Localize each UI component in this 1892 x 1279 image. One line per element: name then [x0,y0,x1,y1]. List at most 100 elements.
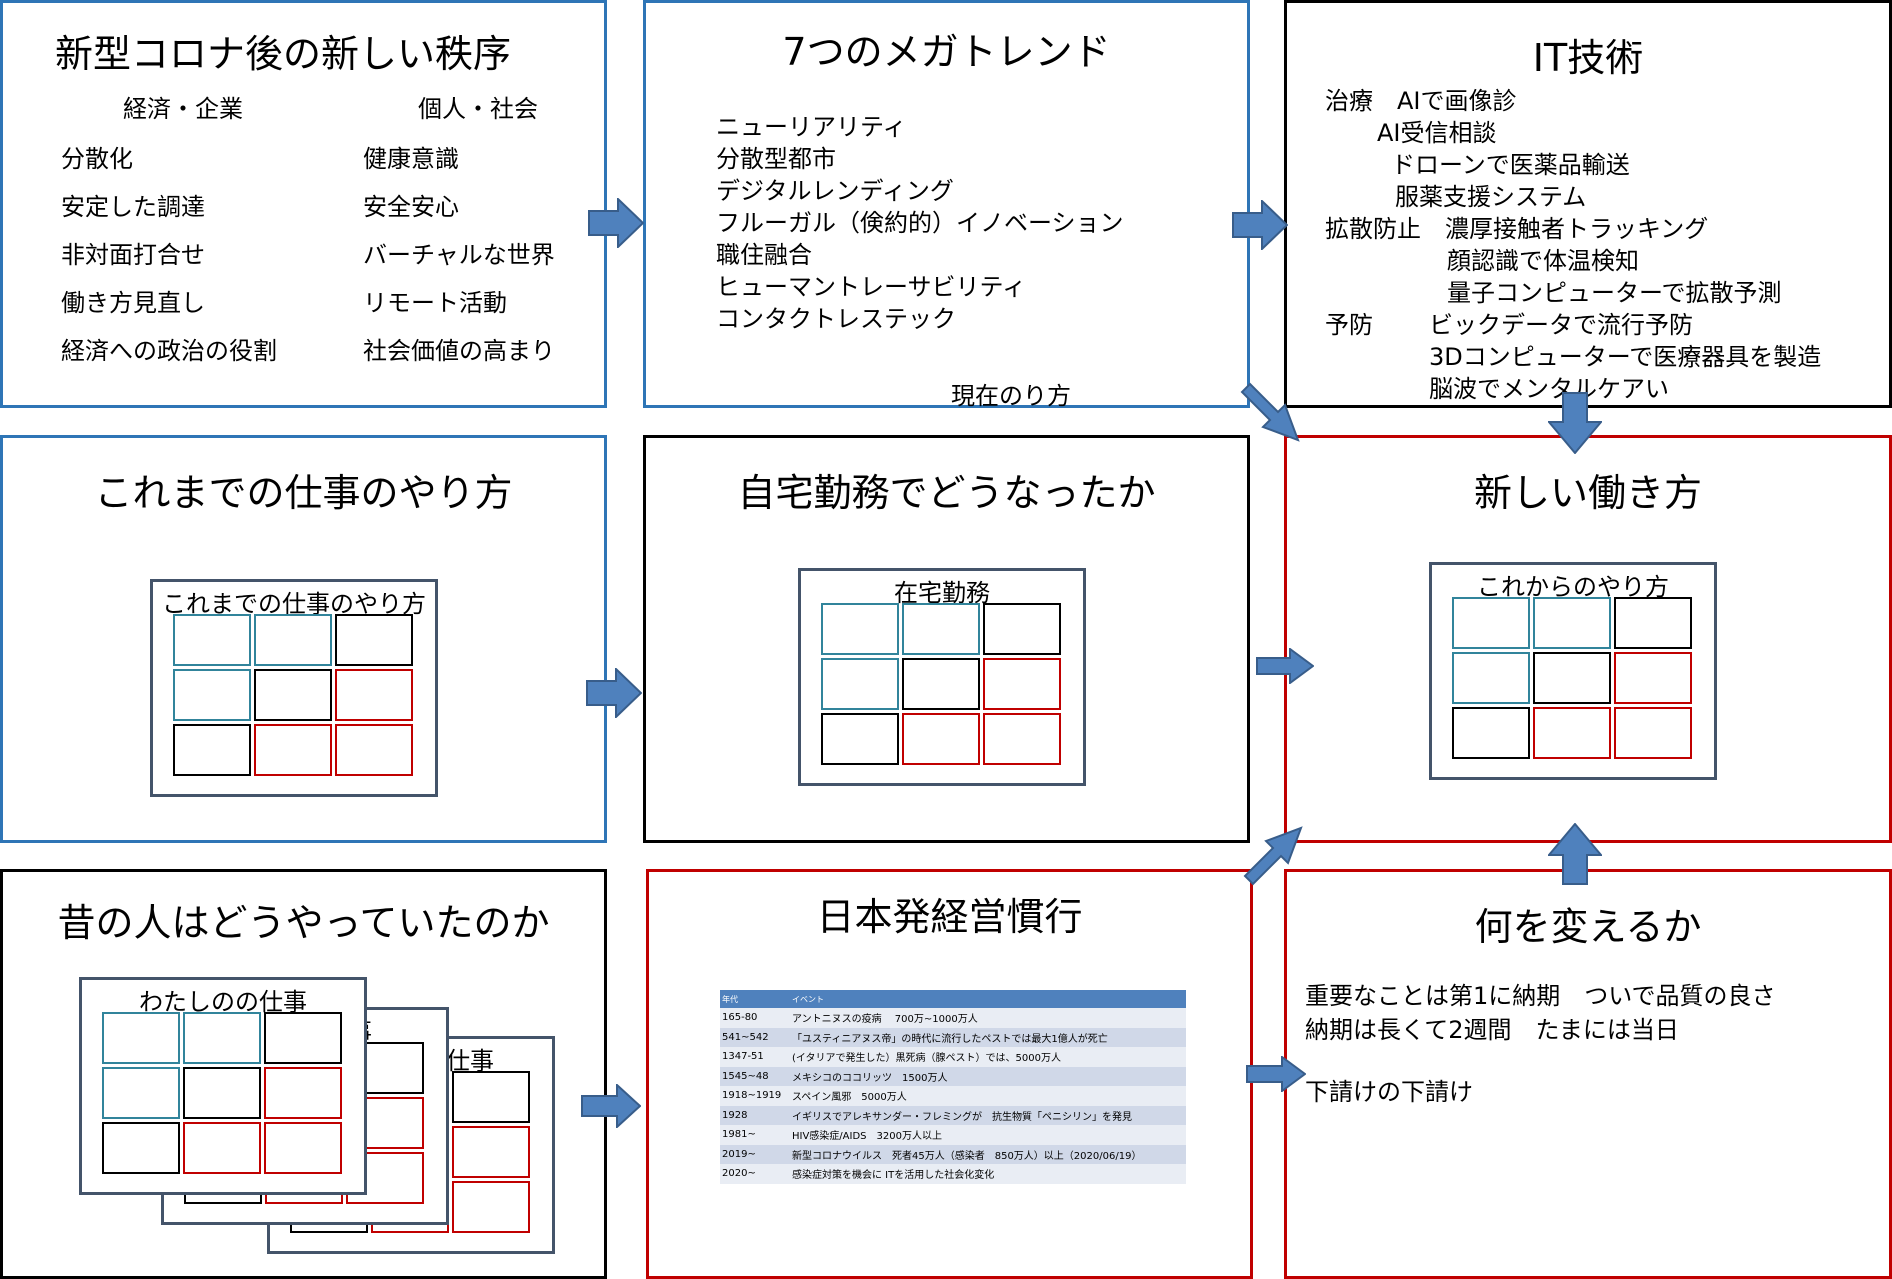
panel-title: IT技術 [1532,36,1644,80]
panel-it-technology: IT技術 治療 AIで画像診 AI受信相談 ドローンで医薬品輸送 服薬支援システ… [1284,0,1892,408]
grid-cell [821,713,899,765]
column-header-economy: 経済・企業 [123,95,243,123]
grid-cell [821,603,899,655]
grid-cell [1614,707,1692,759]
table-header: イベント [790,990,1186,1008]
table-row: 541~542「ユスティニアヌス帝」の時代に流行したペストでは最大1億人が死亡 [720,1027,1186,1047]
column-header-society: 個人・社会 [418,95,538,123]
grid-cell [254,614,332,666]
list-item: フルーガル（倹約的）イノベーション [716,209,1124,237]
grid-caption: わたしのの仕事 [139,988,307,1016]
list-item: 安定した調達 [61,193,205,221]
panel-megatrends: 7つのメガトレンド ニューリアリティ 分散型都市 デジタルレンディング フルーガ… [643,0,1250,410]
grid-cell [452,1071,530,1123]
arrow-right-icon [588,198,644,248]
grid-cell [1533,652,1611,704]
grid-cell [1452,597,1530,649]
arrow-diagonal-down-icon [1240,382,1300,442]
work-grid: これからのやり方 [1429,562,1717,780]
grid-cell [1614,652,1692,704]
grid-caption: これからのやり方 [1477,573,1669,601]
table-row: 1981~HIV感染症/AIDS 3200万人以上 [720,1125,1186,1145]
panel-note: 現在のり方 [951,382,1071,410]
arrow-right-icon [1246,1056,1306,1092]
arrow-right-icon [1256,648,1314,684]
arrow-up-icon [1548,823,1602,885]
panel-new-work: 新しい働き方 これからのやり方 [1284,435,1892,843]
grid-cell [902,603,980,655]
arrow-diagonal-up-icon [1243,826,1303,886]
grid-cell [102,1122,180,1174]
panel-title: 何を変えるか [1474,905,1702,949]
table-header: 年代 [720,990,790,1008]
list-item: 安全安心 [363,193,459,221]
panel-title: 新型コロナ後の新しい秩序 [55,32,512,76]
list-item: 服薬支援システム [1395,183,1587,211]
panel-new-order: 新型コロナ後の新しい秩序 経済・企業 個人・社会 分散化 安定した調達 非対面打… [0,0,607,408]
grid-cell [183,1067,261,1119]
table-row: 2019~新型コロナウイルス 死者45万人（感染者 850万人）以上（2020/… [720,1144,1186,1164]
arrow-right-icon [1232,200,1288,250]
grid-caption: これまでの仕事のやり方 [162,590,426,618]
grid-cell [1533,707,1611,759]
grid-cell [983,658,1061,710]
panel-title: 日本発経営慣行 [816,895,1083,939]
grid-cell [264,1012,342,1064]
work-grid-front: わたしのの仕事 [79,977,367,1195]
list-item: 職住融合 [716,241,812,269]
grid-cell [983,713,1061,765]
list-item: 治療 AIで画像診 [1325,87,1517,115]
grid-cell [335,614,413,666]
arrow-right-icon [586,668,642,718]
list-item: 脳波でメンタルケアい [1429,375,1669,403]
panel-home-work: 自宅勤務でどうなったか 在宅勤務 [643,435,1250,843]
list-item: 予防 [1325,311,1373,339]
grid-cell [902,658,980,710]
grid-cell [983,603,1061,655]
table-row: 1347-51(イタリアで発生した）黒死病（腺ペスト）では、5000万人 [720,1047,1186,1067]
list-item: ニューリアリティ [716,113,907,141]
grid-caption: 在宅勤務 [894,579,990,607]
list-item: バーチャルな世界 [363,241,555,269]
grid-cell [183,1012,261,1064]
list-item: 非対面打合せ [61,241,205,269]
grid-cell [335,724,413,776]
list-item: 3Dコンピューターで医療器具を製造 [1429,343,1822,371]
panel-what-to-change: 何を変えるか 重要なことは第1に納期 ついで品質の良さ 納期は長くて2週間 たま… [1284,869,1892,1279]
list-item: ビックデータで流行予防 [1429,311,1693,339]
arrow-right-icon [581,1084,641,1128]
list-item: 下請けの下請け [1305,1078,1473,1106]
panel-title: 7つのメガトレンド [782,30,1111,74]
grid-cell [902,713,980,765]
grid-cell [264,1122,342,1174]
grid-cell [1533,597,1611,649]
list-item: 働き方見直し [61,289,205,317]
grid-cell [102,1067,180,1119]
list-item: 健康意識 [363,145,459,173]
arrow-down-icon [1548,392,1602,454]
table-row: 2020~感染症対策を機会に ITを活用した社会化変化 [720,1164,1186,1184]
list-item: 納期は長くて2週間 たまには当日 [1305,1016,1679,1044]
list-item: 量子コンピューターで拡散予測 [1447,279,1782,307]
grid-cell [1452,652,1530,704]
grid-cell [173,724,251,776]
work-grid: これまでの仕事のやり方 [150,579,438,797]
list-item: 重要なことは第1に納期 ついで品質の良さ [1305,982,1776,1010]
grid-cell [1452,707,1530,759]
grid-cell [183,1122,261,1174]
list-item: 社会価値の高まり [363,337,555,365]
panel-title: 昔の人はどうやっていたのか [57,901,550,945]
list-item: 分散型都市 [716,145,836,173]
panel-title: これまでの仕事のやり方 [94,471,513,515]
grid-cell [254,724,332,776]
grid-cell [264,1067,342,1119]
list-item: 経済への政治の役割 [61,337,277,365]
list-item: デジタルレンディング [716,177,954,205]
list-item: 顔認識で体温検知 [1447,247,1639,275]
list-item: 拡散防止 濃厚接触者トラッキング [1325,215,1709,243]
